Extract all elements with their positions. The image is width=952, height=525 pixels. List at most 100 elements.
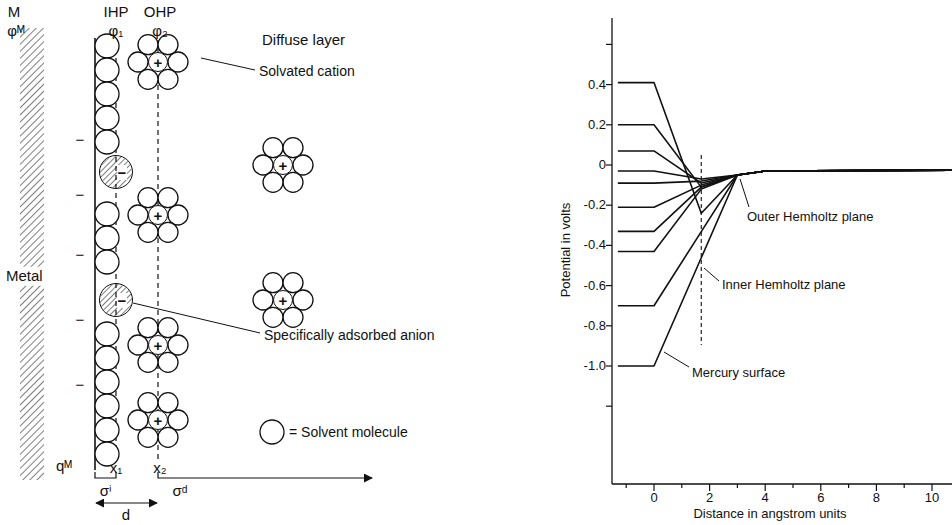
solvent-molecule	[158, 427, 178, 447]
solvent-molecule	[158, 69, 178, 89]
metal-potential: φᴹ	[7, 23, 24, 40]
x-tick-label: 4	[762, 491, 769, 505]
leader-line	[704, 268, 719, 281]
solvent-molecule	[95, 82, 119, 106]
y-axis-title: Potential in volts	[559, 203, 573, 298]
solvent-molecule	[128, 205, 148, 225]
charge-symbol: qᴹ	[56, 458, 72, 475]
cation: +	[148, 335, 168, 355]
adsorbed-anion: −	[99, 283, 133, 317]
metal-label: Metal	[4, 267, 45, 286]
callout-label: Solvated cation	[259, 64, 355, 79]
anion-hatch	[100, 284, 132, 316]
anion-hatch	[100, 156, 132, 188]
sigma-d-arrow	[158, 472, 372, 478]
charge-sign: −	[117, 165, 128, 180]
x-tick-label: 8	[873, 491, 880, 505]
y-tick-label: -0.8	[584, 319, 606, 333]
x-tick	[792, 484, 793, 488]
curve-annotation: Inner Hemholtz plane	[722, 278, 846, 292]
solvent-molecule	[168, 52, 188, 72]
charge-sign: −	[76, 312, 85, 329]
solvent-molecule	[95, 370, 119, 394]
solvent-molecule	[168, 205, 188, 225]
charge-sign: −	[76, 132, 85, 149]
solvent-molecule	[158, 222, 178, 242]
solvent-molecule	[95, 106, 119, 130]
plane-name: IHP	[103, 4, 128, 21]
solvent-molecule	[293, 155, 313, 175]
leader-line	[201, 58, 255, 70]
cation: +	[273, 290, 293, 310]
charge-sign: +	[154, 413, 163, 428]
solvent-molecule	[128, 52, 148, 72]
region-label: Diffuse layer	[262, 32, 345, 49]
x-tick-label: 0	[650, 491, 657, 505]
curve-annotation: Mercury surface	[692, 366, 785, 380]
cation: +	[148, 205, 168, 225]
distance-symbol: d	[122, 507, 130, 524]
solvent-molecule	[283, 172, 303, 192]
potential-curve	[618, 151, 952, 183]
y-tick-label: -0.4	[584, 238, 606, 252]
solvent-molecule	[95, 394, 119, 418]
x-tick-label: 10	[925, 491, 939, 505]
legend-text: = Solvent molecule	[289, 424, 408, 440]
solvent-molecule	[293, 290, 313, 310]
solvent-molecule	[95, 346, 119, 370]
potential-curve	[618, 170, 952, 183]
y-tick-label: 0.4	[588, 77, 606, 91]
plane-potential: φ₂	[152, 23, 168, 40]
charge-sign: −	[76, 247, 85, 264]
potential-curve	[618, 170, 952, 207]
y-tick-label: -0.2	[584, 198, 606, 212]
solvent-molecule	[128, 335, 148, 355]
solvent-molecule	[95, 226, 119, 250]
leader-line	[740, 179, 749, 207]
y-tick	[606, 84, 612, 85]
x-tick	[904, 484, 905, 488]
solvent-molecule	[168, 410, 188, 430]
solvent-molecule	[253, 290, 273, 310]
charge-sign: −	[76, 187, 85, 204]
y-tick-label: -1.0	[584, 359, 606, 373]
leader-line	[133, 303, 260, 333]
y-tick	[606, 285, 612, 286]
charge-sign: +	[279, 293, 288, 308]
solvent-molecule	[138, 427, 158, 447]
leader-line	[664, 352, 689, 367]
x-axis-title: Distance in angstrom units	[693, 507, 846, 521]
y-tick	[606, 325, 612, 326]
solvent-molecule	[263, 307, 283, 327]
x-tick-label: 2	[706, 491, 713, 505]
x-tick	[626, 484, 627, 488]
charge-sign: −	[117, 293, 128, 308]
potential-curve	[618, 83, 952, 214]
solvent-molecule	[95, 322, 119, 346]
solvent-molecule	[128, 410, 148, 430]
x-tick-label: 6	[817, 491, 824, 505]
solvent-molecule	[95, 202, 119, 226]
solvent-molecule	[138, 222, 158, 242]
solvent-molecule	[253, 155, 273, 175]
distance-symbol: x₂	[153, 460, 166, 477]
y-tick-label: 0.2	[588, 118, 606, 132]
potential-curve	[618, 170, 952, 306]
solvent-molecule	[138, 69, 158, 89]
potential-curve	[618, 125, 952, 187]
charge-sign: −	[76, 377, 85, 394]
solvent-molecule	[158, 352, 178, 372]
charge-density: σᵈ	[173, 483, 188, 500]
d-arrow	[96, 502, 157, 503]
charge-sign: +	[154, 55, 163, 70]
plane-name: OHP	[144, 4, 177, 21]
x-tick	[681, 484, 682, 488]
cation: +	[148, 52, 168, 72]
callout-label: Specifically adsorbed anion	[264, 328, 434, 343]
ihp-dashed-line	[701, 155, 702, 345]
potential-curve	[618, 170, 952, 251]
y-tick-label: 0	[599, 158, 606, 172]
x-tick	[848, 484, 849, 488]
charge-sign: +	[154, 338, 163, 353]
